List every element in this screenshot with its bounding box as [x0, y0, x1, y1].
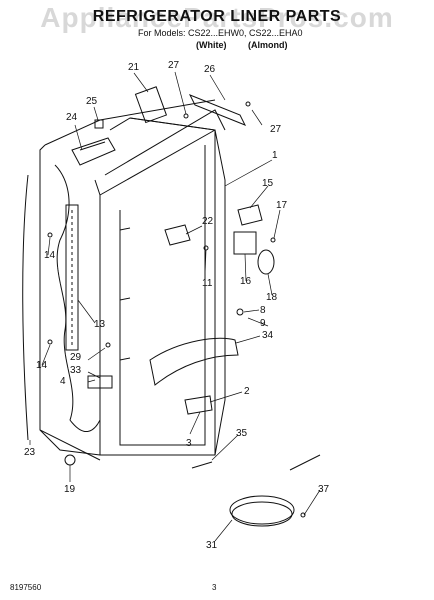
leader-lines: [29, 71, 321, 542]
model-numbers: For Models: CS22...EHW0, CS22...EHA0: [138, 28, 303, 38]
callout-19: 19: [64, 484, 76, 495]
screws: [47, 101, 306, 518]
callout-31: 31: [206, 540, 218, 551]
callout-35: 35: [236, 428, 248, 439]
callout-25: 25: [86, 96, 98, 107]
callout-23: 23: [24, 447, 36, 458]
callout-11: 11: [202, 278, 213, 289]
bracket-part-2: [184, 395, 213, 415]
callout-29: 29: [70, 352, 82, 363]
callout-labels: 21 27 26 25 24 27 1 15 17 22 14 11 16 18…: [24, 60, 330, 551]
callout-26: 26: [204, 64, 216, 75]
callout-13: 13: [94, 319, 106, 330]
callout-22: 22: [202, 216, 214, 227]
tube-part-23: [22, 174, 29, 441]
page-title: REFRIGERATOR LINER PARTS: [92, 8, 342, 25]
watermark-text: AppliancePartsPros.com: [40, 2, 394, 33]
variant-almond-label: (Almond): [248, 40, 288, 50]
page-number: 3: [212, 583, 217, 592]
callout-37: 37: [318, 484, 330, 495]
variant-white-label: (White): [196, 40, 227, 50]
housing-part-24: [71, 137, 116, 166]
callout-4: 4: [60, 376, 66, 387]
top-rail-part: [188, 94, 247, 126]
callout-9: 9: [260, 318, 266, 329]
callout-14-upper: 14: [44, 250, 56, 261]
bracket-part-22: [164, 224, 191, 246]
callout-34: 34: [262, 330, 274, 341]
plug-part-19: [64, 454, 76, 466]
bracket-part-21: [134, 86, 168, 124]
cover-part-34: [149, 337, 239, 386]
callout-14-lower: 14: [36, 360, 48, 371]
callout-21: 21: [128, 62, 140, 73]
callout-1: 1: [272, 150, 278, 161]
control-parts-15-16-18: [233, 204, 275, 275]
coil-part-31: [229, 454, 321, 527]
callout-8: 8: [260, 305, 266, 316]
left-channel-part: [65, 204, 79, 351]
callout-3: 3: [186, 438, 192, 449]
callout-16: 16: [240, 276, 252, 287]
callout-33: 33: [70, 365, 82, 376]
document-number: 8197560: [10, 583, 42, 592]
clip-part-25: [94, 119, 104, 129]
callout-17: 17: [276, 200, 288, 211]
callout-15: 15: [262, 178, 274, 189]
callout-24: 24: [66, 112, 78, 123]
callout-2: 2: [244, 386, 250, 397]
wire-part-35: [191, 461, 213, 469]
callout-27-right: 27: [270, 124, 282, 135]
callout-18: 18: [266, 292, 278, 303]
liner-body: [39, 99, 226, 461]
callout-27-top: 27: [168, 60, 180, 71]
